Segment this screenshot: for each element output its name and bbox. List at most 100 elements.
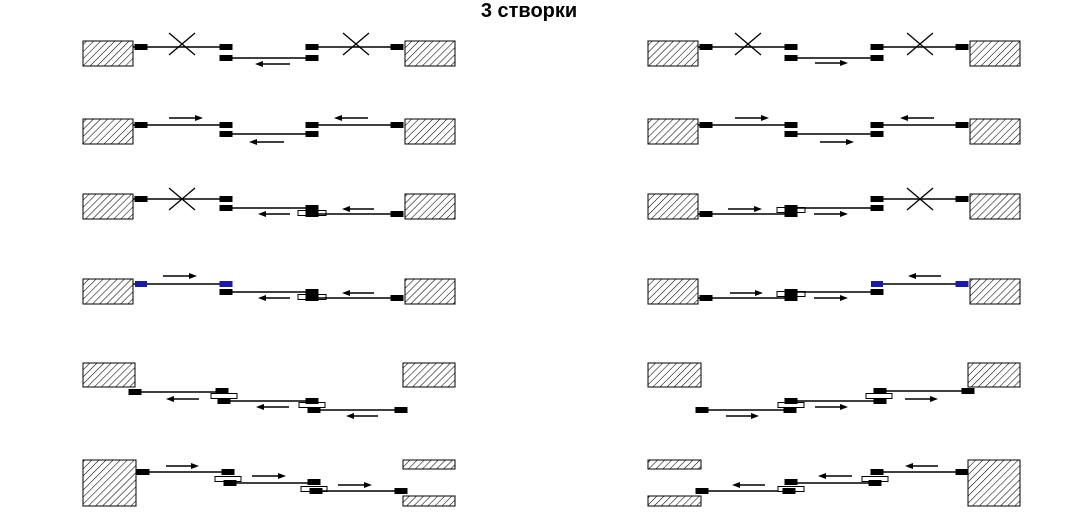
cross-mark bbox=[906, 187, 934, 211]
roller-block bbox=[305, 55, 319, 61]
cross-mark bbox=[734, 32, 762, 56]
roller-block bbox=[390, 122, 404, 128]
roller-block bbox=[307, 479, 321, 485]
roller-block bbox=[873, 398, 887, 404]
roller-block bbox=[136, 469, 150, 475]
arrow-left-icon bbox=[342, 290, 350, 296]
cross-mark bbox=[342, 32, 370, 56]
arrow-right-icon bbox=[195, 115, 203, 121]
hatched-wall bbox=[647, 118, 699, 145]
hatched-wall bbox=[82, 278, 134, 305]
roller-block bbox=[394, 488, 408, 494]
arrow-left-icon bbox=[255, 61, 263, 67]
roller-block bbox=[784, 122, 798, 128]
roller-block bbox=[784, 44, 798, 50]
roller-block bbox=[870, 55, 884, 61]
roller-block bbox=[784, 131, 798, 137]
arrow-right-icon bbox=[840, 404, 848, 410]
hatched-wall bbox=[647, 362, 702, 388]
hatched-wall bbox=[647, 193, 699, 220]
roller-block bbox=[870, 469, 884, 475]
roller-block bbox=[870, 131, 884, 137]
arrow-right-icon bbox=[754, 206, 762, 212]
roller-block bbox=[221, 469, 235, 475]
arrow-left-icon bbox=[342, 206, 350, 212]
arrow-right-icon bbox=[840, 295, 848, 301]
roller-block bbox=[870, 122, 884, 128]
roller-block bbox=[699, 44, 713, 50]
roller-block bbox=[305, 122, 319, 128]
roller-block bbox=[305, 131, 319, 137]
roller-block bbox=[305, 289, 319, 295]
roller-block bbox=[390, 211, 404, 217]
hatched-wall bbox=[969, 193, 1021, 220]
arrow-right-icon bbox=[191, 463, 199, 469]
arrow-left-icon bbox=[258, 295, 266, 301]
guide-block bbox=[210, 393, 238, 399]
hatched-wall bbox=[969, 278, 1021, 305]
roller-block bbox=[870, 205, 884, 211]
roller-block bbox=[784, 55, 798, 61]
arrow-left-icon bbox=[166, 396, 174, 402]
hatched-wall bbox=[647, 40, 699, 67]
cross-mark bbox=[168, 187, 196, 211]
roller-block bbox=[128, 389, 142, 395]
roller-block bbox=[219, 131, 233, 137]
roller-block bbox=[305, 205, 319, 211]
roller-block bbox=[784, 211, 798, 217]
diagram-title: 3 створки bbox=[480, 0, 578, 22]
arrow-left-icon bbox=[258, 211, 266, 217]
roller-block bbox=[219, 44, 233, 50]
hatched-wall bbox=[402, 362, 456, 388]
roller-block bbox=[305, 398, 319, 404]
hatched-wall bbox=[82, 459, 137, 507]
arrow-left-icon bbox=[249, 139, 257, 145]
hatched-wall bbox=[82, 118, 134, 145]
roller-block bbox=[955, 44, 969, 50]
hatched-wall bbox=[404, 278, 456, 305]
hatched-wall bbox=[647, 495, 702, 507]
arrow-left-icon bbox=[818, 473, 826, 479]
roller-block bbox=[955, 196, 969, 202]
arrow-left-icon bbox=[900, 115, 908, 121]
roller-block bbox=[955, 469, 969, 475]
roller-block bbox=[219, 122, 233, 128]
roller-block bbox=[783, 407, 797, 413]
roller-block bbox=[870, 44, 884, 50]
roller-block bbox=[955, 281, 969, 287]
arrow-left-icon bbox=[908, 273, 916, 279]
roller-block bbox=[134, 122, 148, 128]
roller-block bbox=[695, 488, 709, 494]
roller-block bbox=[394, 407, 408, 413]
cross-mark bbox=[906, 32, 934, 56]
arrow-right-icon bbox=[278, 473, 286, 479]
roller-block bbox=[868, 480, 882, 486]
arrow-left-icon bbox=[905, 463, 913, 469]
hatched-wall bbox=[647, 278, 699, 305]
roller-block bbox=[219, 281, 233, 287]
roller-block bbox=[871, 281, 883, 287]
roller-block bbox=[215, 388, 229, 394]
roller-block bbox=[219, 205, 233, 211]
roller-block bbox=[390, 44, 404, 50]
hatched-wall bbox=[969, 40, 1021, 67]
roller-block bbox=[219, 196, 233, 202]
roller-block bbox=[219, 289, 233, 295]
hatched-wall bbox=[647, 459, 702, 470]
roller-block bbox=[695, 407, 709, 413]
roller-block bbox=[219, 55, 233, 61]
arrow-right-icon bbox=[364, 482, 372, 488]
arrow-left-icon bbox=[346, 413, 354, 419]
hatched-wall bbox=[404, 118, 456, 145]
roller-block bbox=[870, 289, 884, 295]
hatched-wall bbox=[82, 40, 134, 67]
roller-block bbox=[784, 295, 798, 301]
cross-mark bbox=[168, 32, 196, 56]
hatched-wall bbox=[404, 193, 456, 220]
hatched-wall bbox=[82, 362, 136, 388]
roller-block bbox=[699, 122, 713, 128]
arrow-left-icon bbox=[334, 115, 342, 121]
roller-block bbox=[699, 211, 713, 217]
arrow-right-icon bbox=[751, 413, 759, 419]
